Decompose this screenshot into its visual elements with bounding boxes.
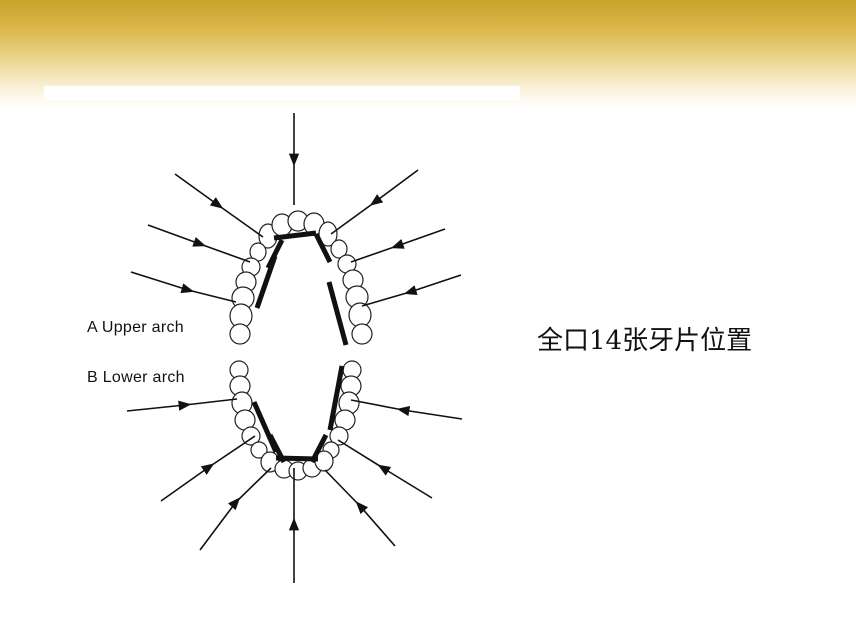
arrow-upper-left-3: [130, 271, 237, 303]
arrow-lower-right-1: [350, 399, 463, 420]
film-upper-anterior: [273, 230, 317, 241]
film-lower-left-posterior: [251, 400, 279, 454]
film-upper-right-posterior: [326, 281, 349, 346]
film-lower-right-posterior: [327, 365, 345, 431]
slide-caption: 全口14张牙片位置: [537, 326, 753, 356]
lower-arch-label: B Lower arch: [87, 369, 185, 386]
arrow-lower-right-2: [337, 439, 433, 499]
upper-arch-label: A Upper arch: [87, 319, 184, 336]
arrow-upper-right-3: [361, 274, 462, 307]
film-positions: [251, 230, 349, 464]
arrow-upper-left-2: [147, 224, 251, 263]
arrow-upper-right-1: [330, 169, 419, 235]
film-lower-right-canine: [309, 433, 329, 464]
film-upper-left-posterior: [254, 255, 278, 309]
arrow-lower-left-2: [160, 435, 256, 502]
arrow-lower-left-1: [126, 398, 238, 412]
beam-arrows: [126, 113, 463, 583]
arrow-lower-right-3: [324, 469, 396, 547]
film-upper-right-canine: [313, 232, 333, 264]
arrow-upper-right-2: [350, 228, 446, 263]
arrow-lower-left-3: [199, 467, 272, 551]
header-strip: [44, 86, 520, 100]
arrow-upper-left-1: [174, 173, 264, 238]
upper-arch-teeth: [229, 210, 373, 345]
